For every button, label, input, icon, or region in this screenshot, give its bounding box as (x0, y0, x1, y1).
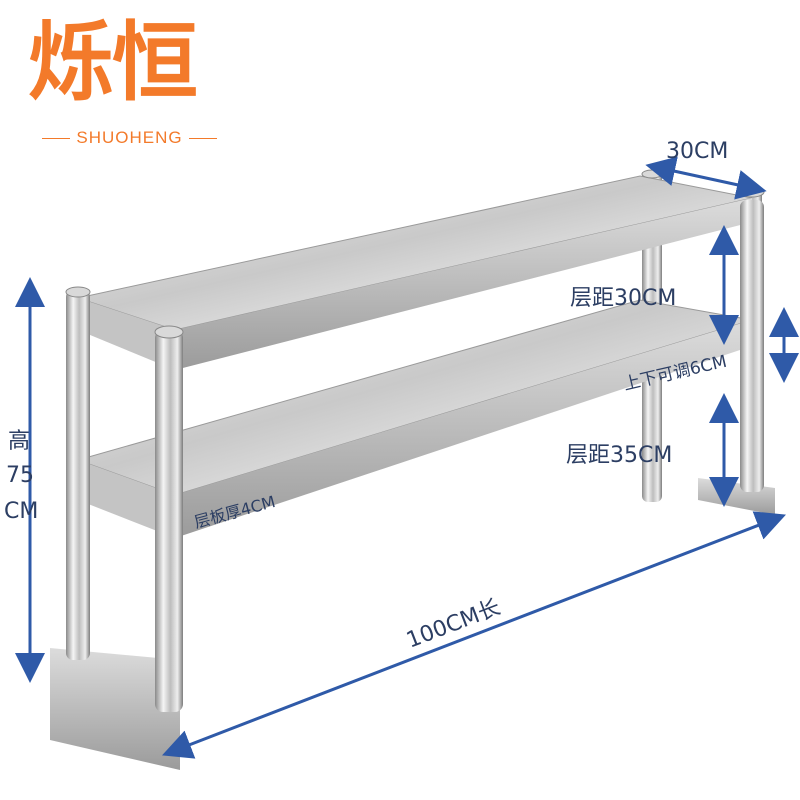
top-shelf-edge (175, 198, 752, 370)
pole-cap (739, 186, 765, 198)
depth-arrow (645, 156, 767, 200)
gap-top-label: 层距30CM (570, 286, 676, 311)
length-arrow (162, 511, 786, 759)
height-value-label: 75 (6, 463, 34, 488)
pole-cap (641, 169, 663, 179)
right-front-pole (740, 200, 764, 492)
front-left-pole (66, 290, 90, 660)
height-char-label: 高 (8, 429, 30, 454)
gap-bottom-label: 层距35CM (566, 443, 672, 468)
pole-cap (65, 286, 91, 298)
top-shelf-side (78, 298, 175, 370)
height-unit-label: CM (4, 499, 38, 524)
left-foot (50, 648, 180, 770)
front-right-pole (155, 330, 183, 712)
pole-cap (154, 325, 184, 339)
length-label: 100CM长 (403, 595, 504, 654)
depth-label: 30CM (666, 139, 728, 164)
bottom-shelf-side (78, 460, 175, 538)
brand-name: 烁恒 (28, 13, 198, 113)
brand-subtitle: SHUOHENG (22, 128, 237, 148)
bottom-shelf-edge (175, 320, 752, 538)
